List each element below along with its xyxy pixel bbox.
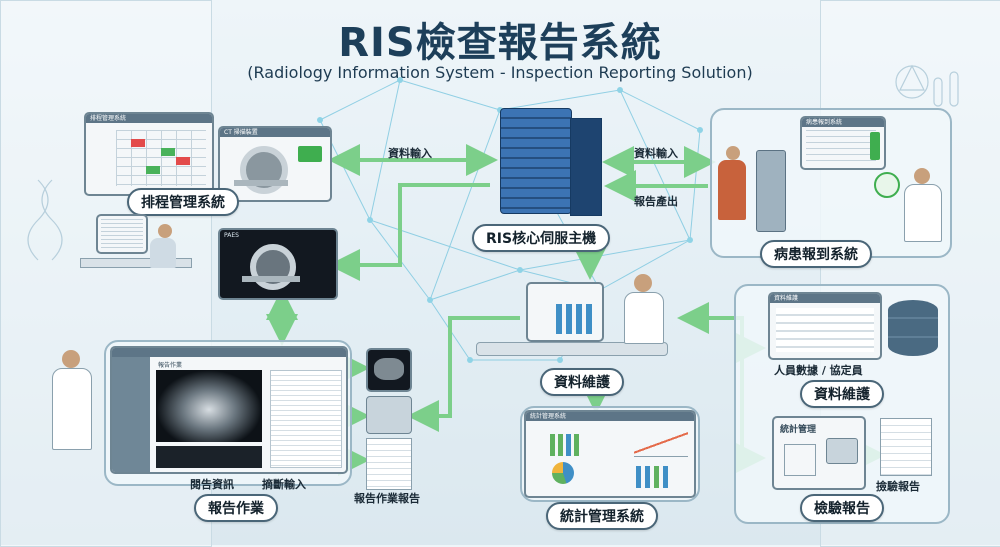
stats-mgmt-card: 統計管理	[772, 416, 866, 490]
maintenance-person-icon	[624, 274, 664, 344]
schedule-block-3	[146, 166, 160, 174]
phone-call-icon	[874, 172, 900, 198]
printer-device-icon	[366, 396, 412, 434]
lab-printer-icon	[826, 438, 858, 464]
checkin-patient-icon	[718, 146, 748, 226]
pacs-screen-title: PAES	[224, 232, 239, 239]
decor-icons	[27, 64, 959, 261]
node-checkin[interactable]: 病患報到系統	[760, 240, 872, 268]
node-maintenance-right[interactable]: 資料維護	[800, 380, 884, 408]
edge-label-diag-input: 摘斷輸入	[262, 478, 306, 491]
pacs-gantry-icon	[250, 244, 296, 290]
node-statistics[interactable]: 統計管理系統	[546, 502, 658, 530]
reporting-screen: 報告作業	[110, 346, 348, 474]
stats-pie-chart	[552, 462, 574, 484]
stats-bar-chart-2	[636, 466, 686, 488]
node-lab-report[interactable]: 檢驗報告	[800, 494, 884, 522]
doctor-phone-icon	[904, 168, 942, 244]
schedule-grid	[116, 130, 206, 186]
edge-label-input-left: 資料輸入	[388, 147, 432, 160]
operator-person-icon	[150, 224, 180, 280]
info-screen-title: 資料維護	[770, 294, 880, 303]
edge-label-input-right: 資料輸入	[634, 147, 678, 160]
server-rack-side-icon	[570, 118, 602, 216]
node-reporting[interactable]: 報告作業	[194, 494, 278, 522]
stats-bar-chart	[550, 434, 580, 456]
reporting-tab-label[interactable]: 報告作業	[158, 362, 183, 369]
lab-report-document-icon	[880, 418, 932, 476]
reporting-screen-bar	[112, 348, 346, 357]
edge-label-report-doc: 報告作業報告	[354, 492, 420, 505]
maintenance-desk	[476, 342, 668, 356]
ct-gantry-icon	[240, 146, 288, 194]
schedule-screen-title: 排程管理系統	[86, 114, 212, 123]
doctor-tablet-icon	[52, 350, 92, 470]
edge-label-staff: 人員數據 / 協定員	[774, 364, 863, 377]
server-rack-icon	[500, 108, 572, 214]
edge-label-lab-doc: 撿驗報告	[876, 480, 920, 493]
ct-chest-image	[156, 370, 262, 442]
node-maintenance-center[interactable]: 資料維護	[540, 368, 624, 396]
page-subtitle: (Radiology Information System - Inspecti…	[247, 63, 753, 82]
report-text-area[interactable]	[270, 370, 342, 468]
statistics-screen-title: 統計管理系統	[526, 412, 694, 421]
checkin-status-button[interactable]	[870, 132, 880, 160]
ct-status-button[interactable]	[298, 146, 322, 162]
page-title: RIS檢查報告系統	[338, 20, 662, 66]
database-icon	[888, 300, 938, 356]
info-form-lines	[776, 308, 874, 352]
checkin-screen-title: 病患報到系統	[802, 118, 884, 127]
schedule-block-4	[176, 157, 190, 165]
ct-screen-title: CT 掃描裝置	[220, 128, 330, 137]
ct-table-icon	[234, 180, 288, 186]
lab-flow-box	[784, 444, 816, 476]
statistics-screen: 統計管理系統	[524, 410, 696, 498]
pacs-table-icon	[242, 276, 300, 282]
stats-line-chart	[634, 432, 688, 457]
pacs-screen: PAES	[218, 228, 338, 300]
checkin-screen: 病患報到系統	[800, 116, 886, 170]
lung-image-thumb	[366, 348, 412, 392]
edge-label-image-info: 閱告資訊	[190, 478, 234, 491]
checkin-kiosk-icon	[756, 150, 786, 232]
maintenance-chart-bars	[556, 304, 596, 334]
edge-label-report-out: 報告產出	[634, 195, 678, 208]
ct-thumbnails	[156, 446, 262, 468]
operator-monitor-grid	[101, 219, 143, 249]
report-document-icon	[366, 438, 412, 490]
maintenance-monitor	[526, 282, 604, 342]
operator-monitor	[96, 214, 148, 254]
schedule-block-1	[131, 139, 145, 147]
node-server[interactable]: RIS核心伺服主機	[472, 224, 611, 252]
schedule-screen: 排程管理系統	[84, 112, 214, 196]
stats-mgmt-label: 統計管理	[780, 425, 817, 435]
operator-desk	[80, 258, 192, 268]
info-screen: 資料維護	[768, 292, 882, 360]
schedule-block-2	[161, 148, 175, 156]
checkin-table	[806, 130, 876, 162]
reporting-sidebar	[112, 357, 150, 472]
node-scheduling[interactable]: 排程管理系統	[127, 188, 239, 216]
ct-scanner-screen: CT 掃描裝置	[218, 126, 332, 202]
